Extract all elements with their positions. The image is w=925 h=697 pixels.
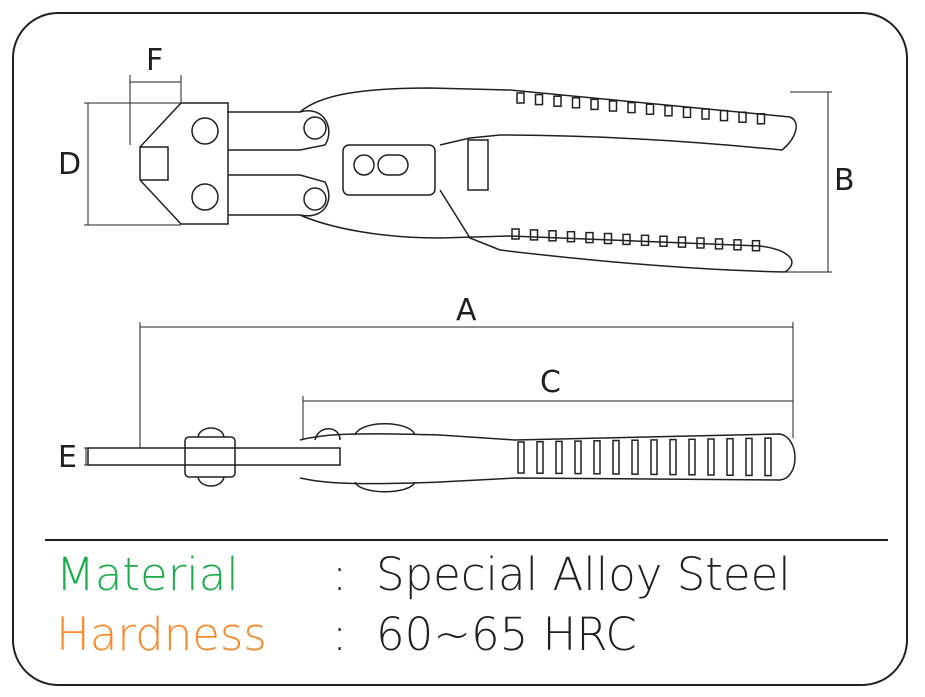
- side-view: [87, 423, 796, 493]
- side-grip-grooves: [517, 437, 772, 477]
- dim-label-d: D: [58, 147, 82, 182]
- grip-tooth: [738, 111, 747, 123]
- dim-label-f: F: [146, 43, 164, 78]
- material-separator: :: [332, 548, 348, 601]
- grip-tooth: [682, 106, 692, 119]
- grip-groove: [650, 439, 658, 476]
- grip-tooth: [696, 237, 705, 249]
- grip-tooth: [571, 97, 581, 109]
- grip-tooth: [566, 230, 576, 243]
- dim-label-b: B: [834, 163, 855, 198]
- center-bolt-1: [353, 154, 375, 176]
- grip-tooth: [751, 239, 761, 252]
- grip-groove: [574, 440, 582, 475]
- grip-groove: [593, 440, 601, 475]
- grip-tooth: [534, 93, 544, 106]
- head-bolt-lower: [191, 183, 219, 211]
- side-handle: [299, 433, 796, 485]
- hardness-value: 60~65 HRC: [376, 608, 637, 661]
- lower-grip-teeth: [511, 228, 761, 252]
- grip-tooth: [719, 109, 729, 122]
- grip-groove: [688, 438, 696, 476]
- link-pivot-upper: [303, 116, 327, 140]
- upper-handle: [299, 87, 797, 151]
- grip-tooth: [585, 231, 594, 244]
- dim-a: [139, 322, 794, 448]
- dimension-lines: [84, 75, 832, 466]
- grip-tooth: [733, 239, 742, 251]
- top-view: [139, 87, 797, 273]
- upper-grip-teeth: [516, 92, 766, 125]
- grip-tooth: [516, 92, 525, 104]
- grip-tooth: [622, 233, 631, 246]
- grip-tooth: [714, 238, 724, 250]
- grip-groove: [726, 437, 734, 476]
- dim-f: [129, 75, 182, 145]
- grip-tooth: [640, 234, 650, 247]
- grip-groove: [669, 438, 677, 476]
- material-label: Material: [56, 548, 239, 601]
- grip-tooth: [603, 232, 613, 245]
- blade-bar: [87, 447, 341, 466]
- divider: [45, 539, 888, 541]
- center-pivot-box: [342, 144, 436, 196]
- hardness-label: Hardness: [56, 608, 267, 661]
- grip-tooth: [553, 95, 562, 107]
- grip-tooth: [756, 113, 766, 125]
- grip-groove: [745, 437, 753, 477]
- grip-tooth: [701, 108, 710, 120]
- dim-e: [84, 447, 88, 466]
- grip-groove: [612, 439, 620, 475]
- grip-groove: [517, 441, 525, 474]
- grip-tooth: [677, 236, 687, 248]
- dim-c: [302, 396, 793, 440]
- grip-groove: [555, 440, 563, 475]
- spring-block: [467, 139, 489, 191]
- center-slot: [377, 154, 409, 176]
- grip-tooth: [590, 98, 599, 111]
- head-block: [184, 436, 236, 478]
- side-pivot-knobs: [314, 423, 416, 493]
- jaw-blade: [140, 146, 169, 181]
- grip-groove: [536, 440, 544, 474]
- material-value: Special Alloy Steel: [376, 548, 791, 601]
- grip-tooth: [529, 229, 539, 241]
- card-border: [12, 12, 908, 686]
- grip-groove: [764, 437, 772, 477]
- grip-tooth: [548, 230, 557, 242]
- dim-label-a: A: [456, 293, 477, 328]
- grip-groove: [631, 439, 639, 475]
- grip-tooth: [645, 103, 655, 115]
- dim-d: [84, 102, 181, 226]
- head-bolt-upper: [191, 117, 219, 145]
- head-block-knobs: [197, 427, 225, 487]
- hardness-separator: :: [332, 608, 348, 661]
- dim-label-c: C: [540, 365, 561, 400]
- grip-tooth: [659, 235, 668, 247]
- grip-tooth: [608, 100, 618, 112]
- lower-handle: [299, 189, 793, 273]
- dim-b: [785, 91, 832, 273]
- dim-label-e: E: [58, 440, 77, 475]
- link-pivot-lower: [303, 187, 327, 211]
- lower-link: [228, 174, 330, 217]
- grip-tooth: [664, 105, 673, 117]
- upper-link: [228, 110, 330, 151]
- grip-tooth: [627, 101, 636, 114]
- grip-groove: [707, 438, 715, 476]
- grip-tooth: [511, 228, 520, 240]
